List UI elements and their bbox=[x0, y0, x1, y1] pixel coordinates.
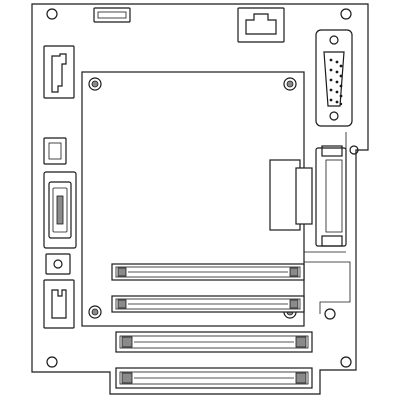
power-header-bottom-left bbox=[43, 279, 75, 329]
small-header-left bbox=[43, 137, 67, 165]
cpu-mounting-hole bbox=[88, 77, 102, 91]
mounting-holes bbox=[46, 8, 359, 368]
mounting-hole bbox=[340, 8, 352, 20]
expansion-slot-1 bbox=[115, 331, 313, 353]
side-connector-assembly bbox=[269, 145, 347, 247]
cpu-mounting-hole bbox=[88, 305, 102, 319]
cpu-mounting-hole bbox=[283, 77, 297, 91]
rj45-port bbox=[237, 7, 285, 43]
expansion-slot-2 bbox=[115, 367, 313, 389]
jumper-header-top bbox=[93, 7, 131, 23]
small-square-component bbox=[45, 253, 71, 275]
db15-pins bbox=[329, 58, 343, 106]
cpu-module bbox=[81, 71, 305, 327]
mounting-hole bbox=[340, 356, 352, 368]
mounting-hole bbox=[46, 356, 58, 368]
mounting-hole bbox=[324, 308, 336, 320]
db15-connector bbox=[315, 29, 353, 127]
board-outline bbox=[31, 3, 369, 395]
memory-slot-1 bbox=[111, 263, 305, 281]
mounting-hole bbox=[46, 8, 58, 20]
power-header-left bbox=[43, 45, 75, 99]
mounting-hole bbox=[349, 145, 359, 155]
mini-port-left bbox=[43, 171, 77, 249]
memory-slot-2 bbox=[111, 295, 305, 313]
